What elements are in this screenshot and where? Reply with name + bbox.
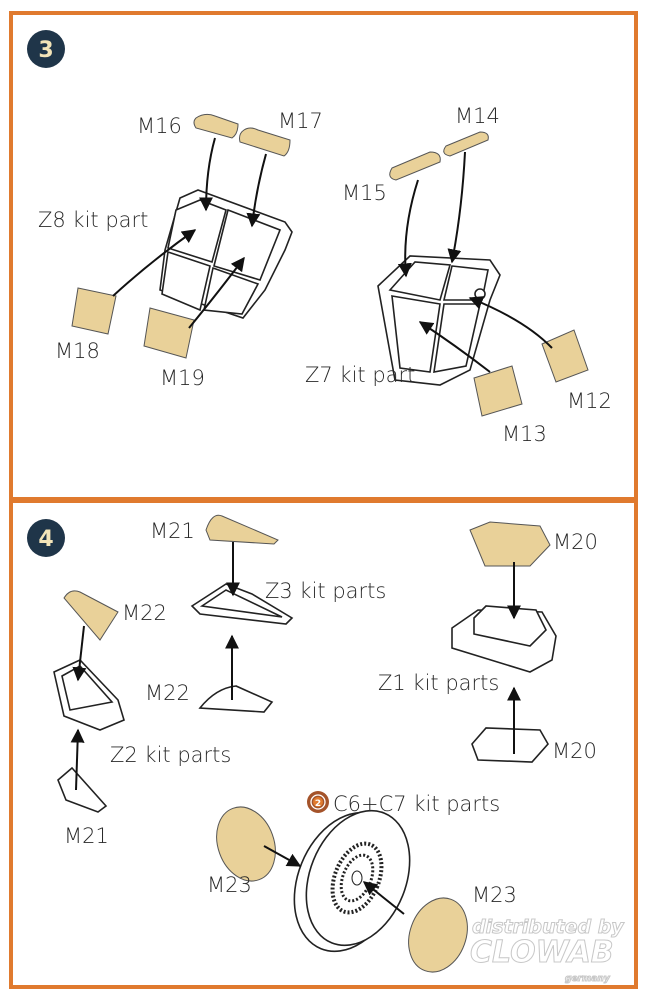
step-4-badge: 4 bbox=[27, 519, 65, 557]
mask-m21-top bbox=[205, 514, 279, 545]
mask-m22-left bbox=[63, 590, 119, 641]
step-4-panel bbox=[9, 499, 638, 989]
label-m12: M12 bbox=[567, 389, 612, 413]
label-m20-bottom: M20 bbox=[552, 739, 597, 763]
mask-m13 bbox=[473, 365, 523, 417]
label-m22-bottom: M22 bbox=[145, 681, 190, 705]
label-m15: M15 bbox=[342, 181, 387, 205]
mask-m15 bbox=[389, 151, 441, 181]
distributor-watermark: distributed by CLOWAB germany bbox=[470, 916, 626, 985]
label-m14: M14 bbox=[455, 104, 500, 128]
part-m20-bottom bbox=[471, 727, 549, 763]
label-m23-left: M23 bbox=[207, 873, 252, 897]
step-3-badge: 3 bbox=[27, 30, 65, 68]
label-c6-c7-kit-parts: C6+C7 kit parts bbox=[333, 792, 500, 816]
label-z7-kit-part: Z7 kit part bbox=[305, 363, 415, 387]
label-m17: M17 bbox=[278, 109, 323, 133]
svg-text:2: 2 bbox=[315, 799, 321, 809]
label-m16: M16 bbox=[137, 114, 182, 138]
label-m21-bottom: M21 bbox=[64, 824, 109, 848]
svg-text:4: 4 bbox=[38, 527, 53, 552]
label-z3-kit-parts: Z3 kit parts bbox=[265, 579, 386, 603]
z1-kit-parts bbox=[451, 605, 557, 673]
mask-m12 bbox=[541, 329, 589, 383]
z7-kit-part bbox=[377, 255, 501, 386]
label-z2-kit-parts: Z2 kit parts bbox=[110, 743, 231, 767]
label-m13: M13 bbox=[502, 422, 547, 446]
label-m19: M19 bbox=[160, 366, 205, 390]
mask-m23-right bbox=[408, 897, 468, 973]
mask-m18 bbox=[71, 287, 117, 335]
z8-kit-part bbox=[159, 189, 293, 319]
sprue-2-icon: 2 bbox=[307, 791, 329, 813]
mask-m14 bbox=[443, 131, 489, 157]
label-z8-kit-part: Z8 kit part bbox=[38, 208, 148, 232]
label-m23-right: M23 bbox=[472, 883, 517, 907]
label-m21-top: M21 bbox=[150, 519, 195, 543]
svg-text:germany: germany bbox=[565, 974, 611, 984]
label-m22-left: M22 bbox=[122, 601, 167, 625]
svg-text:3: 3 bbox=[38, 38, 53, 63]
c6-c7-wheel bbox=[293, 809, 411, 953]
label-m18: M18 bbox=[55, 339, 100, 363]
mask-m17 bbox=[239, 127, 291, 157]
label-z1-kit-parts: Z1 kit parts bbox=[378, 671, 499, 695]
part-m22-bottom bbox=[198, 685, 274, 713]
z2-kit-parts bbox=[53, 659, 125, 731]
svg-text:CLOWAB: CLOWAB bbox=[470, 935, 614, 970]
mask-m19 bbox=[143, 307, 195, 359]
part-m21-bottom bbox=[57, 766, 108, 813]
mask-m23-left bbox=[216, 806, 276, 882]
mask-m20-top bbox=[469, 521, 551, 567]
label-m20-top: M20 bbox=[553, 530, 598, 554]
mask-m16 bbox=[193, 113, 239, 139]
svg-text:distributed by: distributed by bbox=[472, 916, 625, 938]
